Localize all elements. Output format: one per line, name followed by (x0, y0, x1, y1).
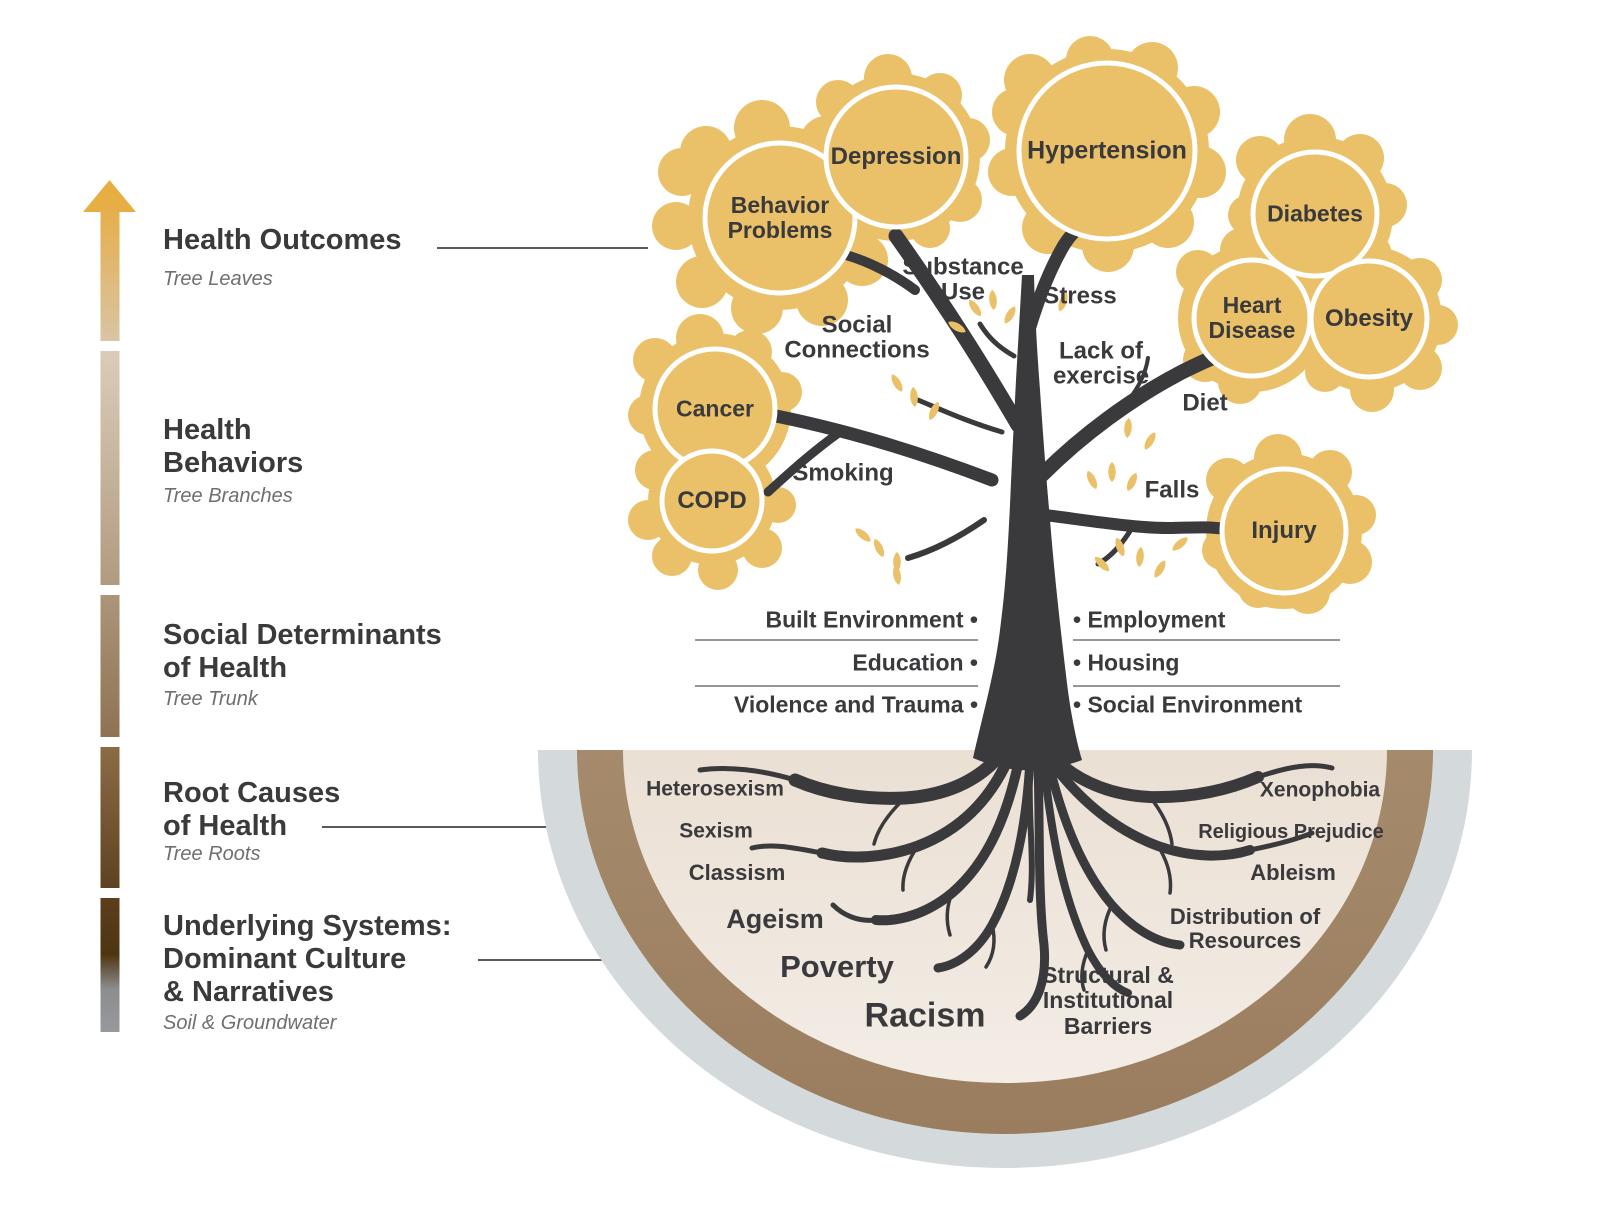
determinant-social-environment: • Social Environment (1073, 691, 1303, 718)
root-label-heterosexism: Heterosexism (646, 777, 784, 801)
node-label-diabetes: Diabetes (1267, 200, 1363, 227)
arrow-up-icon (83, 180, 136, 212)
node-label-behavior-problems: Behavior Problems (727, 192, 833, 243)
root-label-sexism: Sexism (679, 819, 753, 843)
scale-segment-systems (100, 898, 120, 1032)
circle-behavior-problems (702, 140, 858, 296)
root-label-poverty: Poverty (780, 948, 894, 984)
branch-label-substance-use: Substance Use (902, 253, 1024, 306)
twig-injury-down (1095, 525, 1135, 567)
circle-obesity (1308, 258, 1430, 380)
node-label-obesity: Obesity (1324, 305, 1414, 333)
node-label-copd: COPD (677, 487, 747, 515)
branch-injury (1039, 509, 1230, 535)
branch-behavior-problems (841, 250, 920, 295)
legend-subtitle-soil-groundwater: Soil & Groundwater (163, 1012, 337, 1034)
node-label-injury: Injury (1251, 517, 1317, 545)
determinant-violence-trauma: Violence and Trauma • (733, 691, 978, 718)
legend-subtitle-tree-roots: Tree Roots (163, 843, 261, 865)
determinant-housing: • Housing (1073, 649, 1180, 676)
branch-copd (763, 427, 845, 497)
root-label-religious-prejudice: Religious Prejudice (1198, 821, 1384, 843)
root-label-ageism: Ageism (726, 904, 824, 935)
scale-segment-root-causes (100, 747, 120, 888)
twig-upper (977, 321, 1017, 359)
legend-title-health-outcomes: Health Outcomes (163, 224, 402, 256)
legend-subtitle-tree-leaves: Tree Leaves (163, 268, 273, 290)
circle-hypertension (1016, 60, 1198, 242)
root-label-racism: Racism (864, 996, 986, 1035)
scale-segment-behaviors (100, 351, 120, 585)
tree-roots (697, 738, 1335, 1021)
determinant-underlines (695, 639, 1340, 687)
circle-diabetes (1250, 149, 1380, 279)
scale-segment-outcomes (100, 206, 120, 341)
circle-injury (1219, 466, 1349, 596)
root-label-classism: Classism (688, 859, 786, 885)
node-label-heart-disease: Heart Disease (1208, 292, 1296, 343)
soil-inner-fill (623, 750, 1387, 1083)
twig-mid-left (915, 397, 1005, 435)
root-label-structural-barriers: Structural & Institutional Barriers (1042, 962, 1174, 1039)
branch-label-lack-of-exercise: Lack of exercise (1052, 337, 1150, 390)
branch-label-social-connections: Social Connections (784, 311, 930, 364)
branch-cancer (769, 409, 999, 487)
scale-segment-determinants (100, 595, 120, 737)
outcome-circles (652, 60, 1430, 596)
root-label-distribution-resources: Distribution of Resources (1169, 903, 1321, 953)
twig-diet-up (1128, 356, 1150, 400)
determinant-built-environment: Built Environment • (765, 606, 978, 633)
branch-label-smoking: Smoking (792, 459, 894, 487)
node-label-cancer: Cancer (676, 395, 754, 422)
legend-title-social-determinants: Social Determinants of Health (163, 619, 442, 684)
twig-left-low (905, 517, 987, 561)
legend-subtitle-tree-branches: Tree Branches (163, 485, 293, 507)
determinant-education: Education • (852, 649, 978, 676)
legend-title-root-causes: Root Causes of Health (163, 777, 341, 842)
node-label-hypertension: Hypertension (1027, 136, 1187, 165)
legend-subtitle-tree-trunk: Tree Trunk (163, 688, 258, 710)
legend-title-health-behaviors: Health Behaviors (163, 414, 304, 479)
determinant-employment: • Employment (1073, 606, 1226, 633)
branch-label-falls: Falls (1144, 476, 1200, 504)
node-label-depression: Depression (830, 143, 962, 171)
circle-copd (659, 448, 765, 554)
gradient-scale-bar (83, 180, 136, 1032)
branch-label-stress: Stress (1043, 282, 1117, 310)
root-label-xenophobia: Xenophobia (1259, 778, 1381, 802)
branch-label-diet: Diet (1182, 389, 1228, 417)
root-label-ableism: Ableism (1250, 859, 1336, 885)
legend-title-underlying-systems: Underlying Systems: Dominant Culture & N… (163, 910, 452, 1008)
tree-trunk (973, 275, 1082, 771)
circle-depression (823, 84, 969, 230)
